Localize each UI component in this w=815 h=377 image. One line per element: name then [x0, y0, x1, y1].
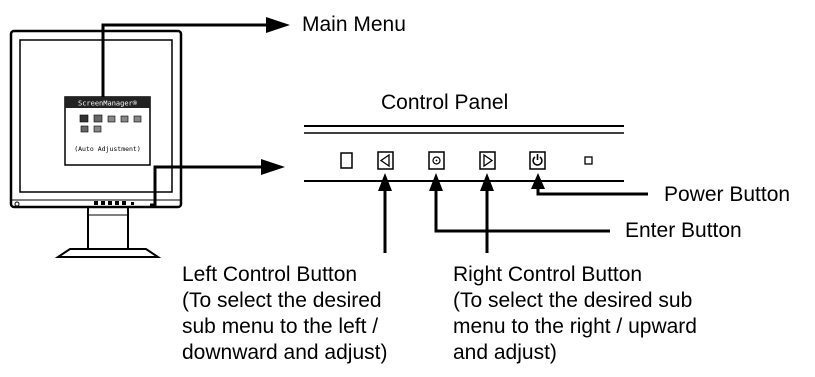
callouts: [101, 23, 648, 253]
power-button-arrowhead-icon: [531, 173, 545, 189]
osd-main-menu: ScreenManager® (Auto Adjustment): [64, 96, 151, 166]
monitor: [9, 29, 183, 258]
indicator-icon: [584, 156, 593, 165]
control-panel-arrowhead-icon: [261, 159, 285, 175]
enter-icon: [432, 156, 441, 165]
power-button-callout-line: [536, 186, 648, 196]
monitor-stand-base: [54, 248, 162, 258]
power-button-label: Power Button: [664, 183, 791, 206]
panel-buttons: [340, 151, 593, 170]
osd-menu-icon: [79, 114, 89, 123]
left-arrow-icon: [379, 153, 390, 168]
monitor-front-button-icon: [131, 202, 134, 205]
osd-menu-icons: [79, 114, 142, 133]
button-placeholder-icon: [340, 152, 353, 169]
right-control-button-label: Right Control Button (To select the desi…: [453, 263, 697, 364]
osd-menu-icon: [120, 115, 129, 123]
osd-menu-icon: [93, 125, 102, 133]
left-arrow-button-frame: [377, 151, 394, 170]
control-panel-label: Control Panel: [381, 91, 509, 114]
control-panel-closeup: [304, 125, 624, 182]
callout-arrowheads: [261, 17, 545, 191]
monitor-front-button-icon: [115, 201, 119, 205]
osd-title: ScreenManager®: [78, 100, 138, 108]
enter-button: [428, 151, 445, 170]
right-button-arrowhead-icon: [480, 173, 494, 191]
main-menu-arrowhead-icon: [266, 17, 290, 33]
monitor-front-buttons: [94, 201, 134, 205]
monitor-front-button-icon: [94, 201, 98, 205]
left-control-button: [377, 151, 394, 170]
osd-menu-icon: [80, 125, 89, 133]
power-button: [529, 151, 546, 170]
right-control-button: [479, 151, 496, 170]
enter-button-callout-line: [434, 186, 610, 233]
power-button-frame: [529, 151, 546, 170]
osd-title-bar: [65, 97, 150, 108]
enter-button-arrowhead-icon: [429, 173, 443, 191]
control-panel-callout-line: [150, 165, 262, 207]
right-arrow-button-frame: [479, 151, 496, 170]
monitor-stand-neck: [87, 206, 129, 250]
enter-icon-dot: [435, 159, 438, 162]
osd-menu-icon: [107, 115, 116, 123]
osd-menu-frame: [64, 96, 151, 166]
left-control-button-label: Left Control Button (To select the desir…: [182, 263, 388, 364]
left-button-arrowhead-icon: [378, 173, 392, 191]
enter-button-label: Enter Button: [625, 219, 742, 242]
right-arrow-icon: [483, 153, 494, 168]
osd-menu-icon: [133, 115, 142, 123]
main-menu-callout-line: [101, 23, 268, 97]
main-menu-label: Main Menu: [302, 13, 406, 36]
monitor-front-button-icon: [101, 201, 105, 205]
enter-button-frame: [428, 151, 445, 170]
monitor-front-button-icon: [108, 201, 112, 205]
osd-menu-icon: [93, 114, 103, 123]
osd-subtitle: (Auto Adjustment): [74, 145, 141, 153]
monitor-power-indicator-icon: [14, 201, 20, 207]
power-icon: [532, 156, 543, 166]
monitor-screen: [19, 39, 173, 193]
monitor-front-button-icon: [122, 201, 126, 205]
